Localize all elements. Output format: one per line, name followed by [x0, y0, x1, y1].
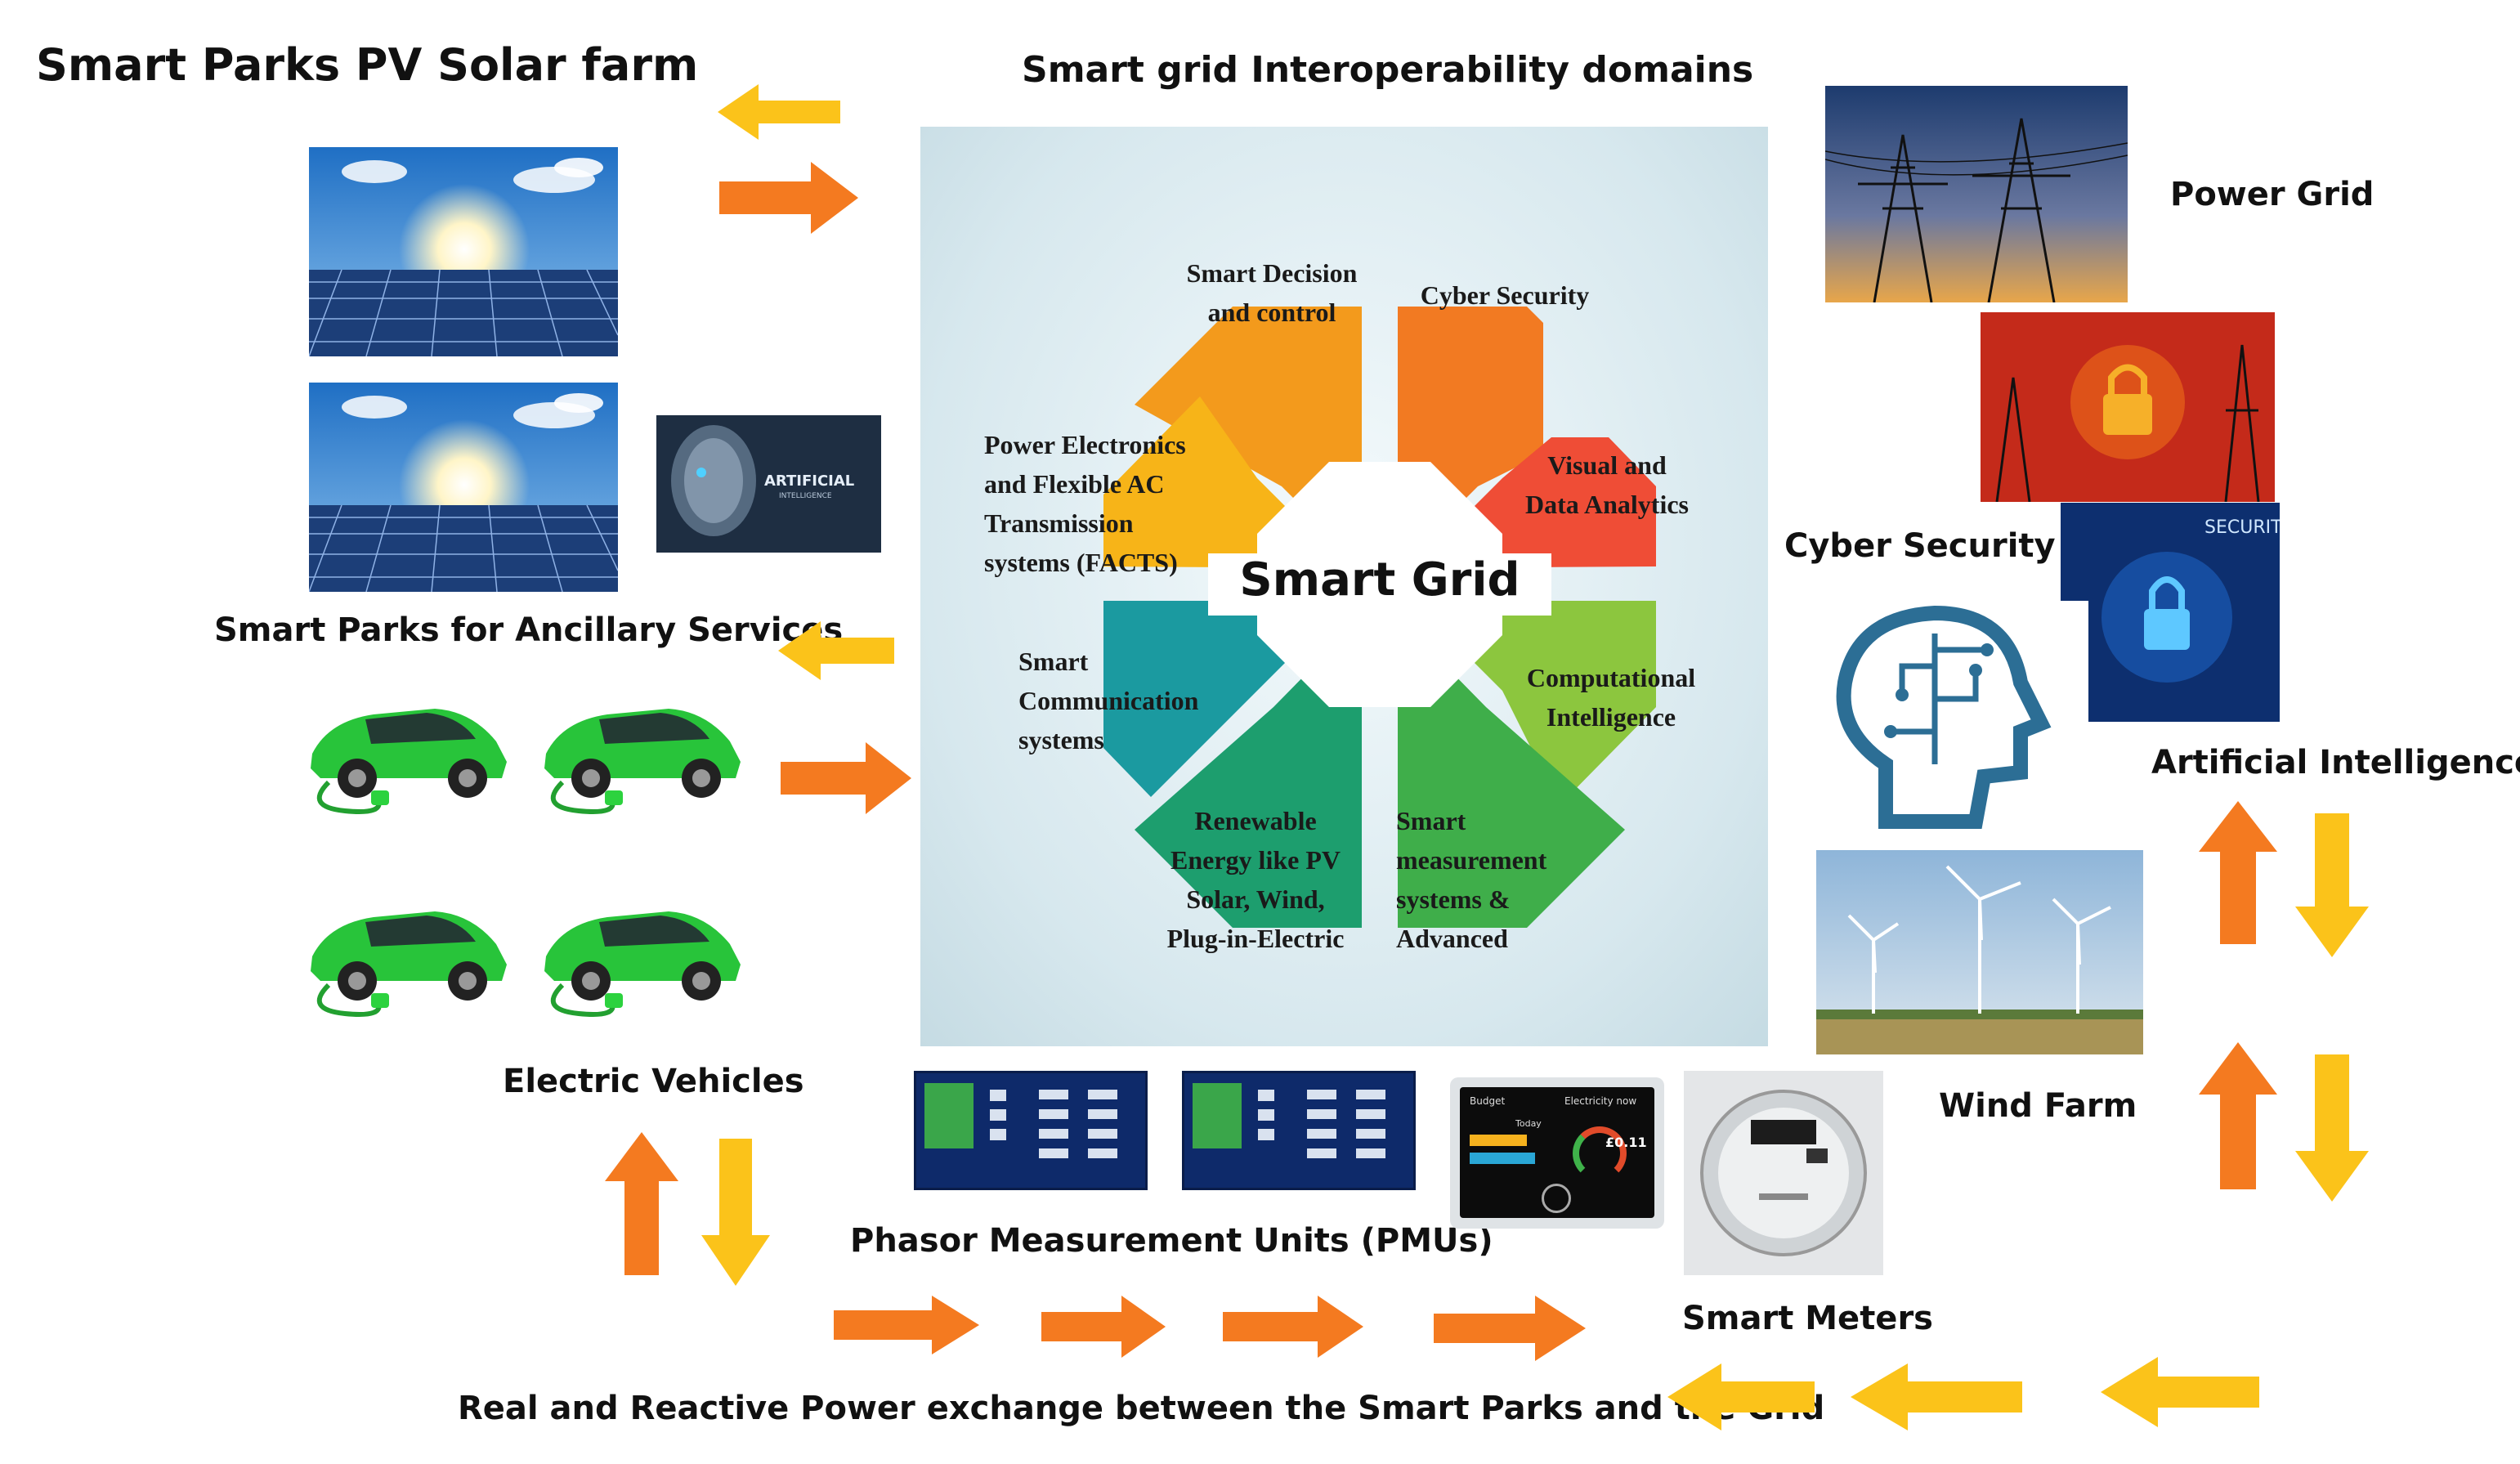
cyber-security-label: Cyber Security	[1784, 527, 2056, 565]
electric-car-image-2	[530, 664, 750, 823]
arrow-up-orange-right-1	[2199, 801, 2277, 944]
arrow-left-yellow-bottom-1	[1667, 1363, 1815, 1430]
cyber-security-blue-image: SECURITY	[2061, 503, 2280, 722]
display-value: £0.11	[1605, 1135, 1647, 1150]
electric-car-image-3	[296, 866, 517, 1026]
ai-label: Artificial Intelligence	[2151, 744, 2520, 781]
arrow-left-yellow-mid	[778, 621, 894, 680]
segment-measurement	[1398, 617, 1625, 928]
ai-thumbnail-image: ARTIFICIAL INTELLIGENCE	[656, 415, 881, 553]
page-title: Smart Parks PV Solar farm	[36, 39, 699, 91]
arrow-up-orange-ev	[605, 1132, 678, 1275]
power-grid-label: Power Grid	[2170, 176, 2375, 213]
domains-heading: Smart grid Interoperability domains	[1022, 49, 1754, 91]
smart-meter-image	[1684, 1071, 1883, 1275]
wind-farm-label: Wind Farm	[1939, 1087, 2137, 1125]
arrow-left-yellow-top	[718, 84, 840, 140]
security-tag: SECURITY	[2204, 517, 2280, 538]
cyber-security-red-image	[1981, 312, 2275, 502]
arrow-left-yellow-bottom-3	[2101, 1357, 2259, 1427]
wind-farm-image	[1816, 850, 2143, 1054]
display-usage-label: Electricity now	[1564, 1095, 1637, 1107]
solar-panel-image-1	[309, 147, 618, 356]
arrow-up-orange-right-2	[2199, 1042, 2277, 1189]
electric-car-image-4	[530, 866, 750, 1026]
energy-display-image: Budget Electricity now Today £0.11	[1450, 1077, 1664, 1229]
arrow-right-orange-bottom-3	[1223, 1296, 1363, 1358]
arrow-right-orange-bottom-1	[834, 1296, 979, 1354]
arrow-down-yellow-right-2	[2295, 1054, 2369, 1202]
pmu-device-image-1	[914, 1071, 1148, 1190]
arrow-down-yellow-right-1	[2295, 813, 2369, 957]
arrow-left-yellow-bottom-2	[1851, 1363, 2022, 1430]
arrow-down-yellow-ev	[701, 1139, 770, 1286]
electric-car-image-1	[296, 664, 517, 823]
ev-label: Electric Vehicles	[503, 1063, 804, 1100]
exchange-label: Real and Reactive Power exchange between…	[458, 1390, 1825, 1427]
ai-head-image	[1812, 601, 2088, 832]
arrow-right-orange-mid	[781, 742, 911, 814]
power-grid-image	[1825, 86, 2128, 302]
display-today-label: Today	[1515, 1118, 1542, 1129]
arrow-right-orange-bottom-2	[1041, 1296, 1166, 1358]
arrow-right-orange-top	[719, 162, 858, 234]
smart-grid-center-label: Smart Grid	[1239, 553, 1520, 607]
ai-thumbnail-subtext: INTELLIGENCE	[779, 492, 832, 500]
segment-label-cyber: Cyber Security	[1420, 280, 1590, 310]
pmu-label: Phasor Measurement Units (PMUs)	[850, 1222, 1493, 1260]
pmu-device-image-2	[1182, 1071, 1416, 1190]
ai-thumbnail-text: ARTIFICIAL	[764, 472, 855, 490]
ancillary-label: Smart Parks for Ancillary Services	[214, 611, 844, 649]
solar-panel-image-2	[309, 383, 618, 592]
display-budget-label: Budget	[1470, 1095, 1506, 1107]
arrow-right-orange-bottom-4	[1434, 1296, 1586, 1361]
segment-renewable	[1135, 617, 1362, 928]
smart-meters-label: Smart Meters	[1682, 1300, 1933, 1337]
